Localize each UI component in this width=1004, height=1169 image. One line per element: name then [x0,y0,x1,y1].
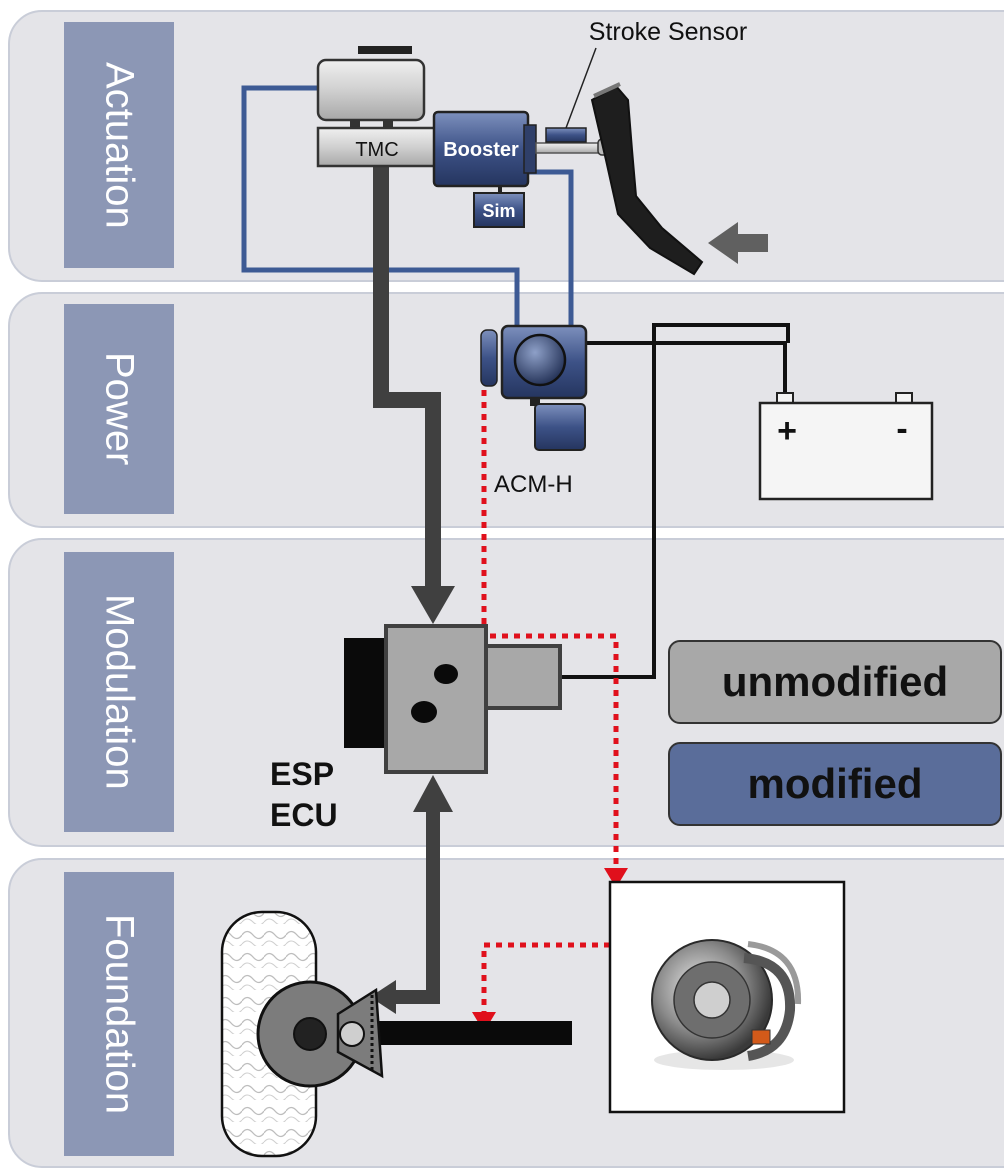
tmc-to-esp-arrowhead [411,586,455,624]
ecu-to-battery-wire [560,325,788,677]
acm-h-label: ACM-H [494,471,573,498]
battery: + - [760,393,932,499]
axle [350,1021,572,1045]
esp-to-wheel-arrow-line [392,810,433,997]
sim-label: Sim [482,201,515,221]
brake-pedal [592,84,702,274]
simulator: Sim [474,193,524,227]
stroke-sensor [546,128,586,142]
esp-arrowhead-up [413,775,453,812]
esp-label: ESP [270,756,334,792]
hub [294,1018,326,1050]
booster-label: Booster [443,139,519,161]
tmc-cylinder: TMC [318,128,438,166]
motor-to-battery-wire [585,343,785,398]
electric-brake-actuator-image [610,882,844,1112]
tmc-to-esp-arrow-line [381,160,433,590]
power-wiring [560,325,788,677]
ecu-label: ECU [270,797,338,833]
booster: Booster [434,112,536,194]
stroke-sensor-leader [566,48,596,128]
reservoir [318,46,424,130]
flow-arrows [370,160,455,1014]
tmc-label: TMC [355,139,398,161]
acm-h-unit [481,326,586,450]
actuator-signal-line [484,945,610,1015]
hydraulic-line-right [528,172,571,328]
wheel-assembly [222,912,572,1156]
battery-minus: - [896,410,907,448]
driver-force-arrow [708,222,768,264]
battery-plus: + [777,412,797,450]
acm-signal-line [484,390,616,872]
esp-ecu [344,626,560,772]
stroke-sensor-label: Stroke Sensor [589,18,747,46]
